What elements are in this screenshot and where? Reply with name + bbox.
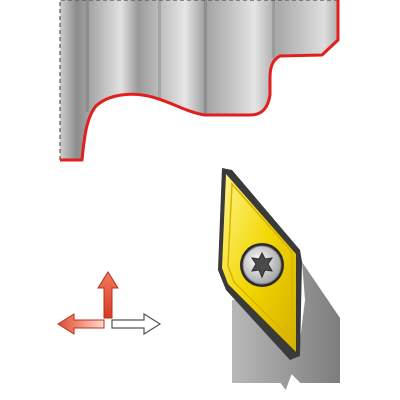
holder-body	[232, 262, 340, 392]
machined-contour	[60, 0, 340, 162]
workpiece-body	[60, 0, 338, 160]
workpiece	[59, 0, 340, 162]
insert-clearance-edge	[227, 182, 293, 342]
workpiece-shading	[86, 0, 275, 114]
arrow-left-icon	[57, 313, 105, 335]
torx-socket	[250, 251, 274, 279]
arrow-up-icon	[97, 271, 119, 319]
rhombic-insert	[218, 168, 302, 360]
holder-break-line	[232, 374, 340, 395]
torx-screw-icon	[240, 243, 284, 287]
feed-direction-arrows	[57, 271, 162, 336]
tool-holder	[232, 262, 340, 395]
arrow-right-icon	[111, 312, 162, 336]
